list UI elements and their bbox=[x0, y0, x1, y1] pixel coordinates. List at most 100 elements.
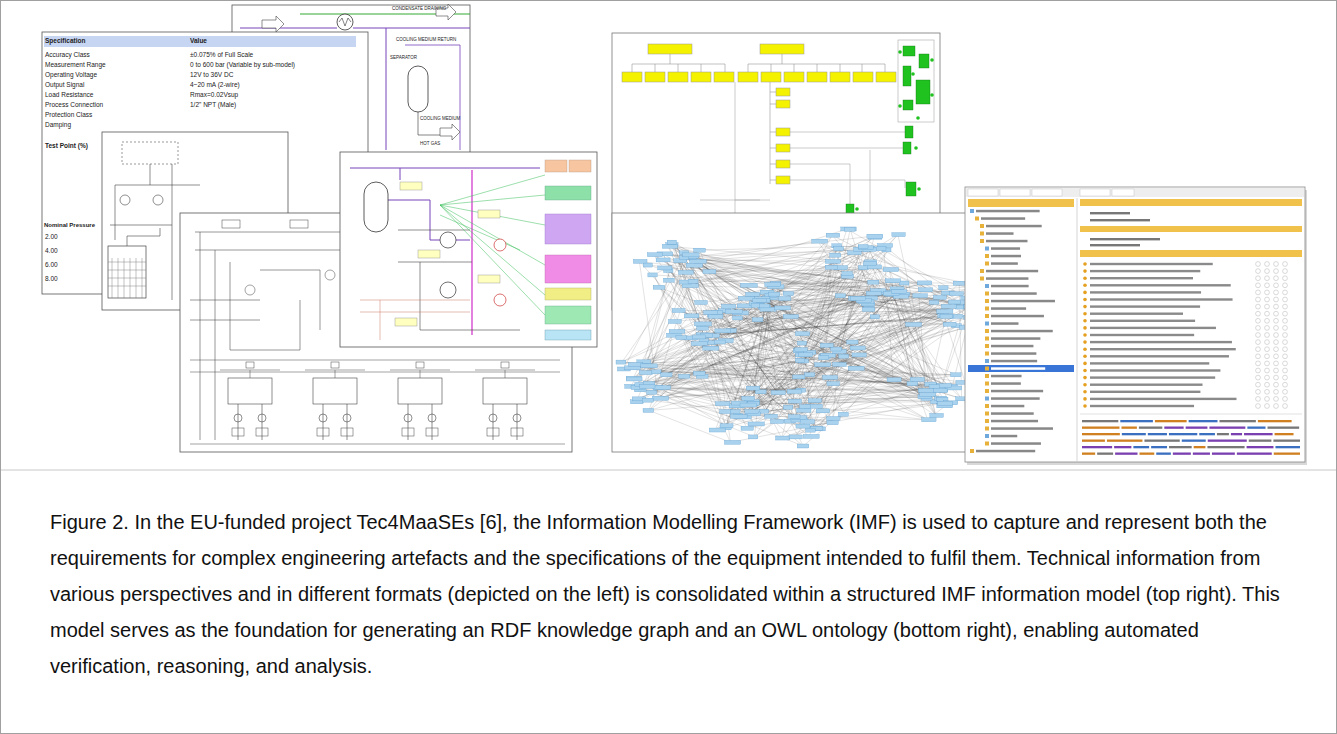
graph-edge bbox=[746, 302, 935, 405]
tree-row bbox=[991, 375, 1022, 378]
graph-node bbox=[715, 340, 726, 344]
table-header: Value bbox=[190, 38, 207, 45]
graph-edge bbox=[751, 286, 980, 412]
graph-node bbox=[741, 283, 758, 287]
property-list bbox=[1082, 212, 1300, 455]
row-button bbox=[1265, 311, 1270, 316]
property-icon bbox=[1083, 326, 1087, 330]
graph-edge bbox=[794, 250, 888, 417]
graph-node bbox=[771, 391, 785, 395]
graph-node bbox=[672, 308, 685, 312]
graph-node bbox=[639, 371, 652, 375]
ontology-editor-window bbox=[1080, 414, 1302, 415]
property-icon bbox=[1083, 404, 1087, 408]
graph-edge bbox=[751, 345, 826, 414]
row-button bbox=[1274, 368, 1279, 373]
graph-edge bbox=[672, 245, 732, 312]
graph-node bbox=[778, 296, 790, 300]
row-button bbox=[1283, 269, 1288, 274]
graph-edge bbox=[673, 242, 780, 308]
row-button bbox=[1283, 382, 1288, 387]
graph-edge bbox=[675, 321, 812, 430]
graph-edge bbox=[862, 301, 965, 328]
graph-node bbox=[748, 435, 757, 439]
pid-sheet bbox=[190, 444, 565, 445]
graph-node bbox=[920, 392, 936, 396]
imf-model-view bbox=[807, 72, 827, 82]
tree-icon bbox=[985, 382, 989, 386]
table-cell: 8.00 bbox=[45, 276, 58, 283]
selected-row bbox=[968, 365, 1074, 372]
graph-node bbox=[697, 326, 709, 330]
tree-row bbox=[991, 367, 1045, 370]
axiom-text bbox=[1139, 453, 1154, 455]
graph-edge bbox=[864, 302, 965, 328]
row-button bbox=[1265, 283, 1270, 288]
row-button bbox=[1274, 326, 1279, 331]
graph-node bbox=[730, 414, 747, 418]
graph-node bbox=[725, 310, 742, 314]
row-button bbox=[1265, 290, 1270, 295]
tree-row bbox=[986, 277, 1028, 280]
graph-node bbox=[867, 234, 883, 238]
pid-sheet bbox=[494, 294, 506, 306]
graph-node bbox=[709, 428, 725, 432]
graph-node bbox=[626, 376, 641, 380]
pid-sheet bbox=[418, 250, 440, 258]
figure-caption: Figure 2. In the EU-funded project Tec4M… bbox=[50, 504, 1300, 684]
row-button bbox=[1265, 347, 1270, 352]
graph-node bbox=[746, 386, 760, 390]
axiom-text bbox=[1082, 433, 1120, 435]
graph-node bbox=[789, 435, 802, 439]
graph-edge bbox=[660, 360, 802, 387]
graph-edge bbox=[806, 407, 928, 420]
graph-edge bbox=[685, 258, 893, 380]
row-button bbox=[1256, 311, 1261, 316]
pid-sheet bbox=[478, 275, 500, 283]
table-cell: Rmax=0.02Vsup bbox=[190, 92, 238, 99]
graph-edge bbox=[899, 291, 943, 399]
graph-node bbox=[691, 342, 707, 346]
graph-edge bbox=[699, 316, 944, 337]
graph-edge bbox=[746, 368, 854, 405]
axiom-text bbox=[1231, 433, 1242, 435]
graph-node bbox=[800, 420, 814, 424]
imf-model-view bbox=[930, 58, 934, 62]
tree-row bbox=[991, 360, 1037, 363]
graph-edge bbox=[688, 255, 833, 423]
pid-sheet bbox=[262, 16, 284, 32]
pid-sheet bbox=[127, 228, 160, 246]
property-row bbox=[1090, 277, 1193, 279]
row-button bbox=[1283, 333, 1288, 338]
property-icon bbox=[1083, 312, 1087, 316]
imf-model-view bbox=[760, 44, 804, 54]
axiom-text bbox=[1212, 453, 1235, 455]
imf-model-view bbox=[855, 207, 859, 211]
table-header: Specification bbox=[45, 38, 85, 45]
pid-sheet bbox=[569, 160, 591, 172]
row-button bbox=[1283, 283, 1288, 288]
axiom-text bbox=[1155, 420, 1187, 422]
pid-sheet bbox=[220, 362, 280, 440]
graph-edge bbox=[735, 235, 898, 406]
graph-edge bbox=[802, 355, 924, 397]
graph-node bbox=[742, 396, 755, 400]
axiom-text bbox=[1097, 453, 1113, 455]
table-header-band bbox=[44, 36, 356, 47]
graph-node bbox=[859, 245, 868, 249]
stream-label: CONDENSATE DRAINING bbox=[392, 7, 446, 12]
stream-label: COOLING MEDIUM RETURN bbox=[396, 38, 456, 43]
property-row bbox=[1090, 391, 1200, 393]
graph-edge bbox=[771, 285, 845, 415]
row-button bbox=[1256, 397, 1261, 402]
graph-edge bbox=[728, 236, 873, 306]
axiom-text bbox=[1217, 433, 1229, 435]
row-button bbox=[1256, 404, 1261, 409]
pid-sheet bbox=[305, 362, 365, 440]
graph-node bbox=[669, 329, 685, 333]
graph-edge bbox=[836, 255, 944, 403]
graph-edge bbox=[632, 378, 803, 446]
axiom-text bbox=[1219, 420, 1255, 422]
tree-row bbox=[986, 240, 1027, 243]
